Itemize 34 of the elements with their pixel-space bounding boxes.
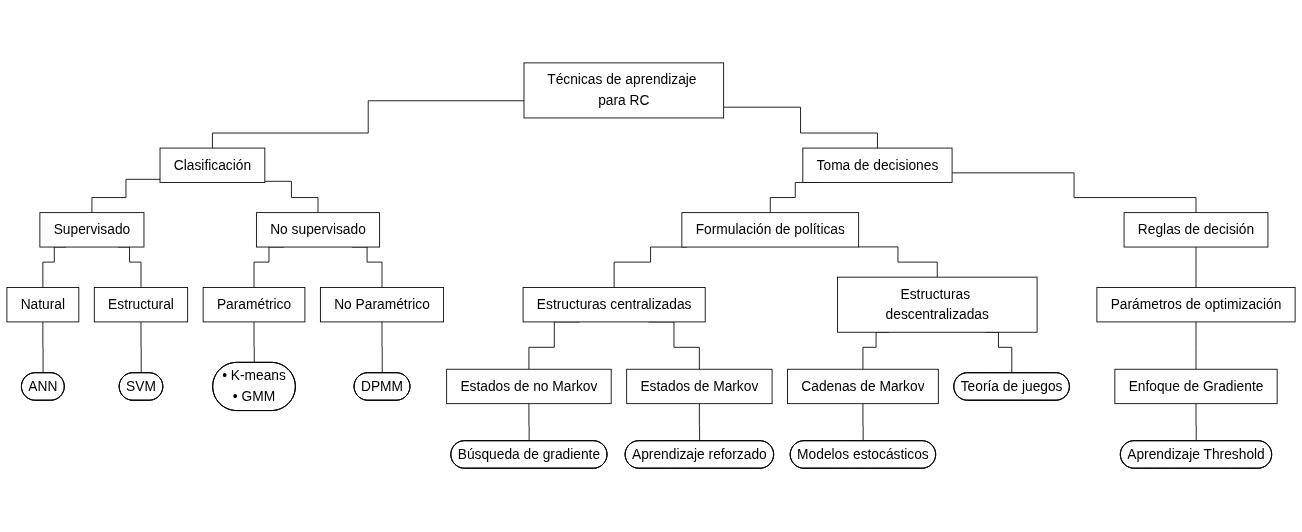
- node-box: Enfoque de Gradiente: [1114, 369, 1278, 405]
- connector: [91, 179, 161, 214]
- connector: [698, 403, 701, 442]
- node-box: Estados de Markov: [626, 369, 773, 405]
- connector: [1195, 247, 1197, 289]
- node-box: Toma de decisiones: [802, 148, 953, 184]
- node-box: Reglas de decisión: [1123, 212, 1269, 248]
- connector: [212, 100, 525, 149]
- node-box: Estructuras centralizadas: [522, 287, 706, 323]
- connector: [42, 321, 44, 374]
- connector: [1195, 403, 1197, 442]
- node-box: Supervisado: [39, 212, 145, 248]
- connector: [723, 107, 878, 149]
- connector: [140, 321, 142, 374]
- connector: [253, 321, 255, 364]
- connector: [951, 172, 1197, 214]
- node-box: Estados de no Markov: [446, 369, 612, 405]
- node-box: No supervisado: [256, 212, 381, 248]
- connector: [381, 321, 383, 374]
- connector: [528, 403, 530, 442]
- node-box: Estructural: [93, 287, 189, 323]
- connector: [862, 403, 864, 442]
- node-box: Técnicas de aprendizaje para RC: [523, 62, 725, 119]
- node-box: Parámetros de optimización: [1096, 287, 1296, 323]
- node-box: No Paramétrico: [319, 287, 444, 323]
- node-box: Natural: [6, 287, 80, 323]
- connector: [858, 246, 938, 279]
- node-box: Paramétrico: [202, 287, 306, 323]
- node-box: Formulación de políticas: [681, 212, 860, 248]
- node-box: Estructuras descentralizadas: [837, 277, 1038, 334]
- node-box: Clasificación: [159, 148, 266, 184]
- connector: [264, 181, 319, 214]
- node-box: Cadenas de Markov: [787, 369, 939, 405]
- connector: [1195, 321, 1197, 371]
